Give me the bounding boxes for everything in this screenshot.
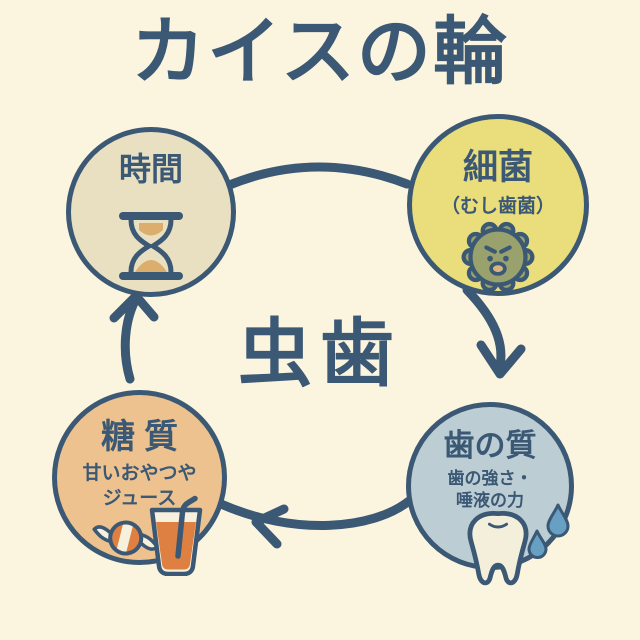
tooth-quality-sub-line1: 歯の強さ・ [447,469,533,489]
node-bacteria: 細菌 （むし歯菌） [407,114,589,296]
node-time: 時間 [66,127,236,297]
hourglass-icon [111,210,191,286]
sugar-sub-line2: ジュース [102,486,177,509]
arrow-bacteria-to-toothquality [462,285,506,376]
arrowhead-up [109,291,159,323]
bacteria-label: 細菌 [462,148,533,188]
time-label: 時間 [118,150,183,188]
arrowhead-left [251,504,289,549]
tooth-quality-sub-line2: 唾液の力 [456,491,524,512]
tooth-icon [450,506,546,594]
germ-icon [450,220,546,298]
tooth-quality-label: 歯の質 [443,428,537,464]
bacteria-sublabel: （むし歯菌） [440,195,555,217]
arc-time-to-bacteria [222,162,412,191]
arrowhead-down [476,340,526,379]
candy-icon [90,506,162,574]
sugar-sublabel: 甘いおやつや ジュース [82,461,196,510]
tooth-quality-sublabel: 歯の強さ・ 唾液の力 [448,468,533,512]
sugar-label: 糖質 [101,417,187,457]
arrow-toothquality-to-sugar [216,496,414,530]
water-drops-icon [526,503,570,569]
sugar-sub-line1: 甘いおやつや [82,462,197,484]
diagram-title: カイスの輪 [131,9,509,95]
center-label: 虫歯 [238,311,402,397]
juice-glass-icon [147,494,205,580]
